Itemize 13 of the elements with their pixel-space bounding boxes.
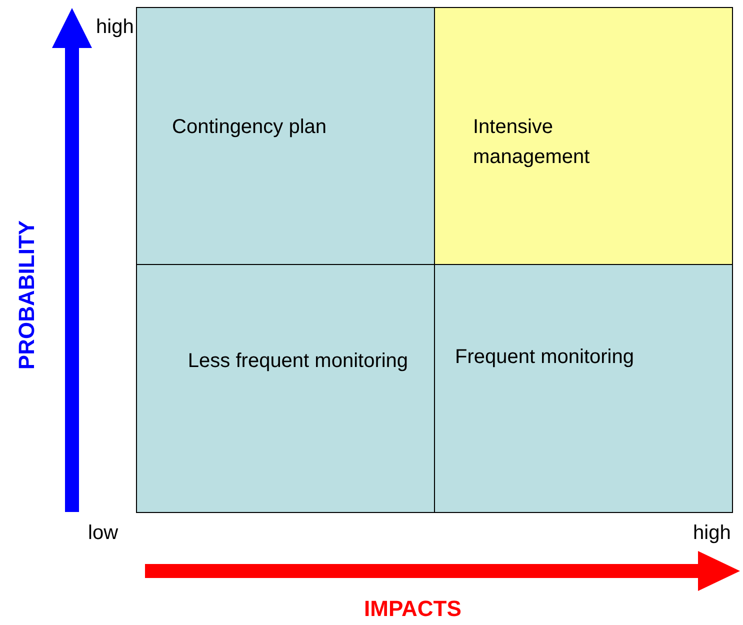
matrix-quadrant (136, 7, 435, 265)
matrix-quadrant (136, 264, 435, 513)
quadrant-label: Less frequent monitoring (187, 349, 409, 374)
matrix-quadrant (434, 7, 733, 265)
axis-title: IMPACTS (364, 596, 462, 622)
axis-title: PROBABILITY (14, 219, 40, 372)
quadrant-label: Frequent monitoring (455, 345, 635, 370)
quadrant-label: Intensive management (473, 115, 591, 170)
quadrant-label: Contingency plan (172, 115, 328, 140)
axis-tick-label: low (88, 522, 118, 545)
axis-tick-label: high (96, 16, 134, 39)
axis-tick-label: high (693, 522, 731, 545)
matrix-quadrant (434, 264, 733, 513)
